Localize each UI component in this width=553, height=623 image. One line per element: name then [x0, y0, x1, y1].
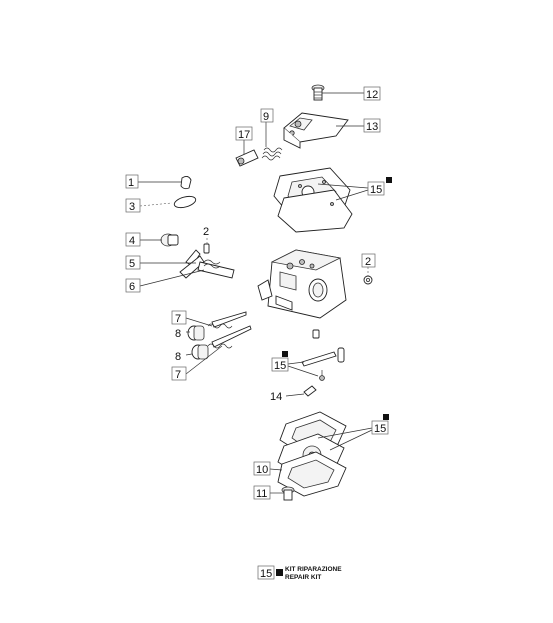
part-15-top-gaskets: [273, 167, 353, 233]
callout-15-top-label: 15: [370, 184, 382, 196]
body-plug: [312, 329, 320, 339]
callout-4: 4: [125, 232, 162, 247]
callout-5: 5: [125, 255, 196, 270]
legend-repair-kit: 15 KIT RIPARAZIONE REPAIR KIT: [257, 565, 342, 581]
part-8-caps: [187, 325, 209, 360]
repair-kit-marker-middle: [282, 351, 288, 357]
callout-10-label: 10: [256, 464, 268, 476]
callout-11-label: 11: [256, 488, 267, 500]
callout-14: 14: [270, 391, 305, 403]
repair-kit-marker-top: [386, 177, 392, 183]
callout-2-right-label: 2: [365, 256, 371, 268]
callout-13-label: 13: [366, 121, 378, 133]
callout-7-top-label: 7: [175, 313, 181, 325]
part-17-pin: [235, 149, 259, 167]
callout-15-middle-label: 15: [274, 360, 286, 372]
part-2-right-nut: [363, 275, 373, 285]
callout-1: 1: [125, 174, 182, 189]
callout-15-bottom-label: 15: [374, 423, 386, 435]
callout-3: 3: [125, 198, 173, 213]
part-13-lever: [283, 112, 349, 149]
callout-2-right: 2: [361, 253, 376, 276]
callout-7-bottom-label: 7: [175, 369, 181, 381]
carburetor-body: [257, 249, 347, 319]
part-12-screw: [311, 84, 325, 101]
part-1-screw: [180, 175, 192, 190]
part-3-plate: [173, 195, 197, 209]
part-7-needles: [207, 311, 252, 349]
callout-5-label: 5: [129, 258, 135, 270]
callout-1-label: 1: [128, 177, 134, 189]
callout-8-top: 8: [175, 328, 190, 340]
callout-14-label: 14: [270, 391, 282, 403]
callout-6: 6: [125, 269, 205, 293]
legend-marker: [276, 569, 283, 576]
callout-2-left-label: 2: [203, 226, 209, 238]
callout-6-label: 6: [129, 281, 135, 293]
callout-10: 10: [253, 461, 283, 476]
callout-7-top: 7: [171, 310, 213, 327]
callout-12-label: 12: [366, 89, 378, 101]
part-10-cover: [277, 451, 347, 497]
callout-9-label: 9: [263, 111, 269, 123]
callout-4-label: 4: [129, 235, 135, 247]
callout-12: 12: [322, 86, 381, 101]
part-11-screw: [281, 486, 295, 501]
callout-3-label: 3: [129, 201, 135, 213]
callout-8-top-label: 8: [175, 328, 181, 340]
part-9-spring: [261, 147, 283, 161]
callout-15-middle: 15: [271, 351, 319, 377]
callout-8-bottom: 8: [175, 351, 193, 363]
part-15-middle-needle-set: [301, 347, 345, 381]
callout-17-label: 17: [238, 129, 250, 141]
callout-11: 11: [253, 485, 284, 500]
callout-13: 13: [336, 118, 381, 133]
callout-9: 9: [260, 108, 274, 147]
part-2-left-screw: [203, 243, 210, 254]
legend-line-2: REPAIR KIT: [285, 574, 321, 581]
callout-15-bottom: 15: [317, 414, 389, 451]
legend-number: 15: [260, 568, 272, 580]
callout-17: 17: [235, 126, 253, 154]
part-6-spring: [203, 259, 221, 269]
part-5-shaft: [179, 249, 235, 279]
callout-8-bottom-label: 8: [175, 351, 181, 363]
callout-15-top: 15: [317, 177, 392, 201]
repair-kit-marker-bottom: [383, 414, 389, 420]
callout-2-left: 2: [203, 226, 209, 244]
callout-7-bottom: 7: [171, 345, 223, 381]
part-4-plug: [160, 233, 179, 247]
legend-line-1: KIT RIPARAZIONE: [285, 566, 342, 573]
part-14-pin: [303, 385, 317, 397]
